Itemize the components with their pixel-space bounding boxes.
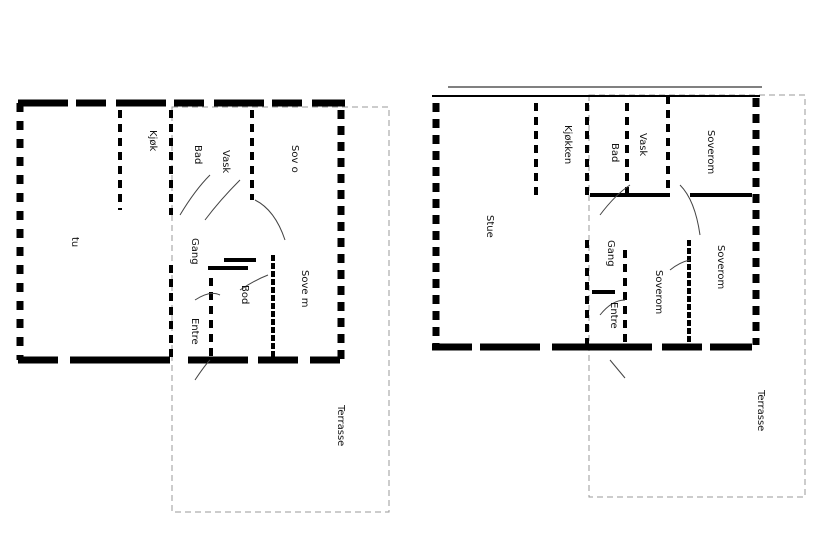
room-label-kitchen: Kjøkken	[562, 125, 573, 164]
room-label-bath: Bad	[192, 145, 203, 164]
interior-walls	[118, 110, 275, 360]
room-label-bath: Bad	[609, 143, 620, 162]
door-swings	[599, 184, 701, 379]
room-label-living: Stue	[484, 215, 495, 238]
room-label-living: tu	[69, 237, 80, 247]
room-label-terrace: Terrasse	[335, 404, 346, 446]
room-label-laundry: Vask	[637, 133, 648, 156]
room-label-entry: Entre	[608, 302, 619, 329]
exterior-walls	[432, 98, 760, 351]
room-label-bedroom-2: Soverom	[653, 270, 664, 314]
room-label-kitchen: Kjøk	[147, 130, 158, 151]
room-label-bedroom-3: Soverom	[715, 245, 726, 289]
right-plan: Stue Kjøkken Bad Vask Soverom Gang Entre…	[432, 86, 806, 498]
room-label-hall: Gang	[605, 240, 616, 267]
terrace-outline	[171, 106, 390, 513]
room-label-bedroom-1: Sov o	[289, 145, 300, 173]
room-label-bedroom-1: Soverom	[705, 130, 716, 174]
room-label-closet: Bod	[239, 285, 250, 304]
terrace-outline	[588, 94, 806, 498]
room-label-entry: Entre	[189, 318, 200, 345]
left-plan: tu Kjøk Bad Vask Sov o Gang Entre Bod So…	[16, 99, 390, 513]
room-label-laundry: Vask	[220, 150, 231, 173]
door-swings	[179, 174, 286, 381]
room-label-bedroom-2: Sove m	[299, 270, 310, 307]
room-label-terrace: Terrasse	[755, 389, 766, 431]
room-label-hall: Gang	[189, 238, 200, 265]
exterior-walls	[16, 99, 345, 364]
